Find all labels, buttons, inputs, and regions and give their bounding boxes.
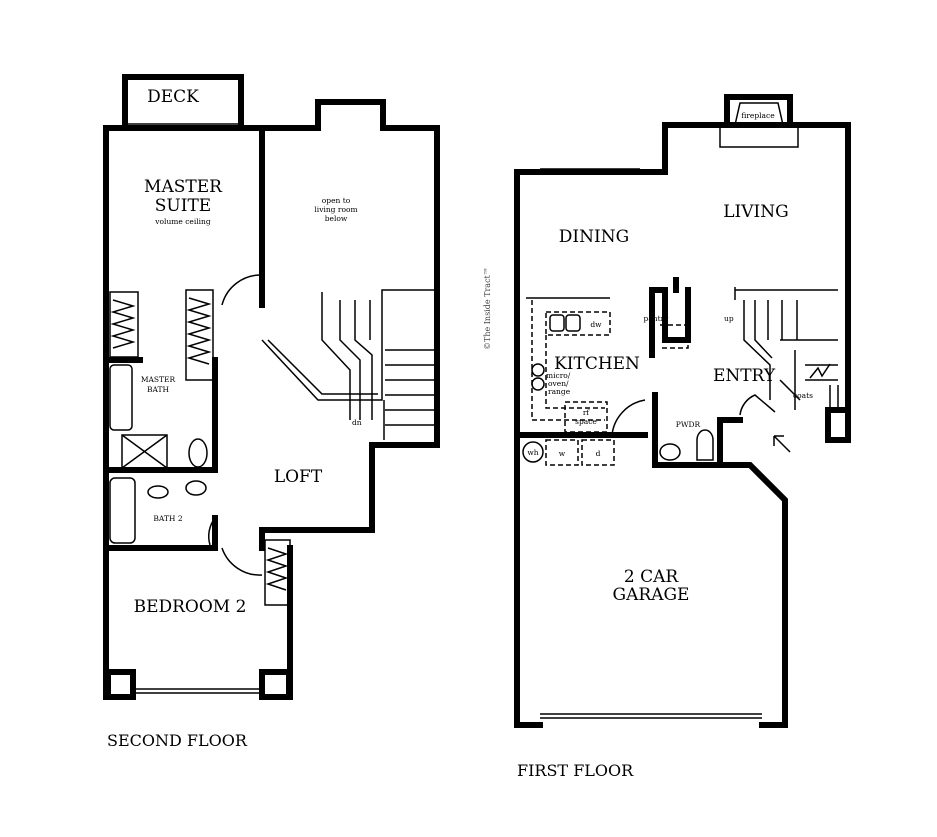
deck-label: DECK bbox=[147, 87, 199, 107]
coats-label: coats bbox=[793, 391, 813, 400]
open-to-label-line3: below bbox=[325, 214, 348, 223]
living-label: LIVING bbox=[723, 202, 788, 222]
stairs-up-label: up bbox=[724, 314, 734, 323]
fireplace-label: fireplace bbox=[741, 111, 775, 120]
rf-label-line1: rf bbox=[583, 408, 591, 417]
second-floor-title: SECOND FLOOR bbox=[107, 731, 248, 750]
entry-label: ENTRY bbox=[713, 366, 776, 386]
second-floor-walls bbox=[103, 99, 440, 700]
micro-label-line3: range bbox=[548, 387, 571, 396]
washer-label: w bbox=[559, 449, 566, 458]
water-heater-label: wh bbox=[527, 448, 538, 457]
master-suite-label-line1: MASTER bbox=[144, 177, 223, 197]
garage-label-line1: 2 CAR bbox=[624, 567, 680, 587]
doors-second bbox=[207, 274, 263, 576]
first-floor-walls bbox=[514, 94, 851, 728]
dining-label: DINING bbox=[559, 227, 629, 247]
loft-label: LOFT bbox=[274, 467, 323, 487]
first-floor-title: FIRST FLOOR bbox=[517, 761, 634, 780]
second-floor-plan: DECK MASTER SUITE volume ceiling open to… bbox=[103, 74, 440, 750]
closets bbox=[109, 289, 291, 606]
doors-first bbox=[611, 394, 776, 436]
kitchen-label: KITCHEN bbox=[554, 354, 640, 374]
stairs-second bbox=[261, 289, 437, 440]
stairs-first bbox=[734, 287, 839, 410]
powder-fixtures bbox=[659, 429, 714, 461]
bedroom2-label: BEDROOM 2 bbox=[134, 597, 247, 617]
rf-label-line2: space bbox=[575, 417, 597, 426]
master-bath-label-line1: MASTER bbox=[141, 375, 176, 384]
micro-label-line1: micro/ bbox=[546, 371, 571, 380]
bath-fixtures bbox=[109, 364, 208, 544]
open-to-label-line1: open to bbox=[322, 196, 351, 205]
master-suite-label-line2: SUITE bbox=[155, 196, 211, 216]
entry-arrow bbox=[773, 435, 791, 453]
kitchen-fixtures bbox=[526, 297, 689, 433]
master-bath-label-line2: BATH bbox=[147, 385, 170, 394]
stairs-down-label: dn bbox=[352, 418, 362, 427]
powder-label: PWDR bbox=[676, 420, 701, 429]
volume-ceiling-label: volume ceiling bbox=[154, 217, 211, 226]
laundry bbox=[522, 439, 615, 466]
dishwasher-label: dw bbox=[590, 320, 602, 329]
dryer-label: d bbox=[596, 449, 601, 458]
watermark: ©The Inside Tract™ bbox=[483, 267, 492, 350]
deck bbox=[122, 74, 244, 131]
open-to-label-line2: living room bbox=[314, 205, 357, 214]
garage-label-line2: GARAGE bbox=[613, 585, 690, 605]
pantry-label: pantry bbox=[644, 314, 670, 323]
first-floor-plan: ©The Inside Tract™ DINING LIVING firepla… bbox=[483, 94, 851, 780]
bath2-label: BATH 2 bbox=[153, 514, 182, 523]
micro-label-line2: oven/ bbox=[548, 379, 569, 388]
fireplace bbox=[719, 102, 799, 148]
